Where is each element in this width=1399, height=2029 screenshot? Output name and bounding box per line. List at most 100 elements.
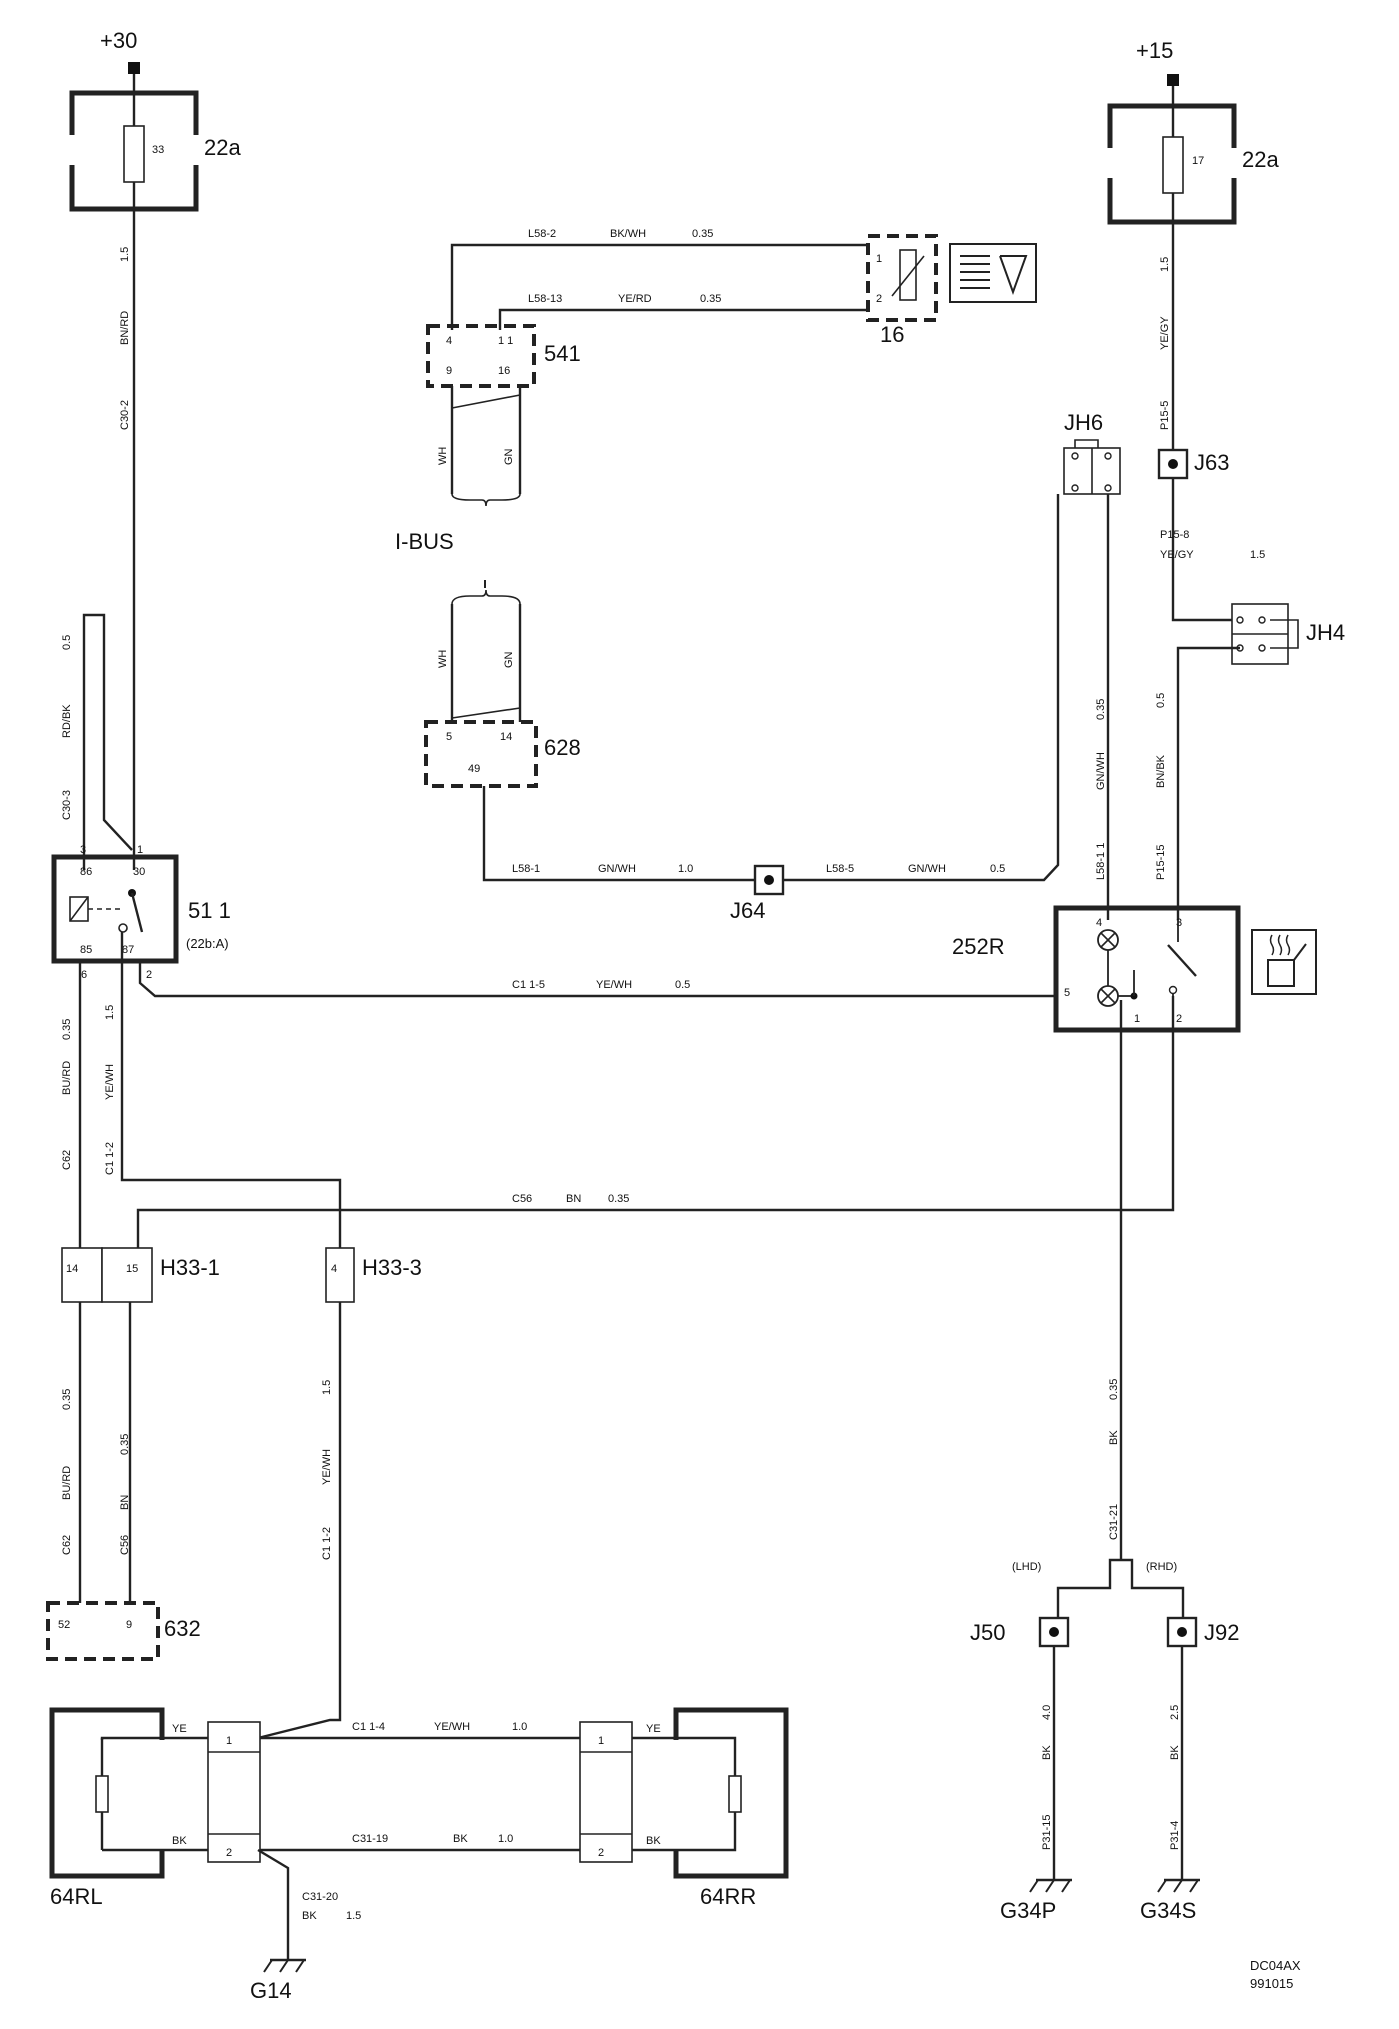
c628-label: 628 [544,735,581,760]
svg-text:YE/WH: YE/WH [596,979,632,991]
svg-text:C56: C56 [512,1193,532,1205]
svg-text:1.5: 1.5 [1159,257,1171,272]
junction-j50: J50 [970,1616,1070,1648]
svg-text:87: 87 [122,944,134,956]
svg-text:C62: C62 [61,1535,73,1555]
svg-text:BN: BN [566,1193,581,1205]
svg-text:YE/WH: YE/WH [434,1721,470,1733]
ground-g34p: G34P [1000,1878,1072,1923]
svg-text:WH: WH [437,447,449,465]
svg-text:0.35: 0.35 [119,1434,131,1455]
heater-element-right [728,1775,742,1813]
svg-text:0.35: 0.35 [700,293,721,305]
heater-64rr-label: 64RR [700,1884,756,1909]
svg-text:C1 1-4: C1 1-4 [352,1721,385,1733]
svg-text:1: 1 [598,1735,604,1747]
heater-64rr-connector: 1 2 [579,1721,633,1863]
svg-text:(LHD): (LHD) [1012,1561,1041,1573]
svg-text:BK: BK [1041,1745,1053,1760]
heater-64rl: YE BK 64RL [49,1707,208,1909]
j63-label: J63 [1194,450,1229,475]
jh4-label: JH4 [1306,620,1345,645]
seat-heater-icon [1251,929,1317,995]
svg-text:30: 30 [133,866,145,878]
svg-text:L58-13: L58-13 [528,293,562,305]
svg-text:BK: BK [172,1835,187,1847]
svg-text:BK: BK [1108,1430,1120,1445]
svg-text:BN/BK: BN/BK [1155,754,1167,788]
svg-text:2: 2 [598,1847,604,1859]
svg-text:1.5: 1.5 [1250,549,1265,561]
svg-text:2: 2 [876,293,882,305]
j92-label: J92 [1204,1620,1239,1645]
heater-64rl-connector: 1 2 [207,1721,261,1863]
svg-text:4: 4 [1096,917,1102,929]
svg-text:L58-1 1: L58-1 1 [1095,843,1107,880]
svg-text:0.35: 0.35 [692,228,713,240]
c632-label: 632 [164,1616,201,1641]
svg-text:1.5: 1.5 [321,1380,333,1395]
svg-text:1: 1 [137,844,143,856]
g34p-label: G34P [1000,1898,1056,1923]
sensor-16: 1 2 16 [866,234,938,347]
svg-text:BK: BK [453,1833,468,1845]
svg-text:6: 6 [81,969,87,981]
svg-text:14: 14 [500,731,512,743]
svg-text:1 1: 1 1 [498,335,513,347]
junction-j64: J64 [730,864,785,923]
svg-text:YE/WH: YE/WH [104,1064,116,1100]
svg-text:P15-5: P15-5 [1159,401,1171,430]
fuse-33 [123,125,145,183]
svg-text:BN: BN [119,1495,131,1510]
svg-text:C31-19: C31-19 [352,1833,388,1845]
svg-text:0.35: 0.35 [1108,1379,1120,1400]
svg-text:(RHD): (RHD) [1146,1561,1177,1573]
fuse-box-right: 17 22a [1104,103,1279,225]
svg-text:C1 1-2: C1 1-2 [104,1142,116,1175]
relay-contact [130,892,144,933]
svg-text:85: 85 [80,944,92,956]
svg-text:2: 2 [226,1847,232,1859]
svg-text:(22b:A): (22b:A) [186,936,229,951]
svg-text:1.5: 1.5 [119,247,131,262]
svg-text:33: 33 [152,144,164,156]
svg-text:BK/WH: BK/WH [610,228,646,240]
svg-text:C1 1-2: C1 1-2 [321,1527,333,1560]
ground-g34s: G34S [1140,1878,1200,1923]
junction-j92: J92 [1166,1616,1239,1648]
svg-text:9: 9 [126,1619,132,1631]
c541-label: 541 [544,341,581,366]
svg-text:4: 4 [446,335,452,347]
c16-label: 16 [880,322,904,347]
supply-b30-label: +30 [100,28,137,53]
fuse-box-label-right: 22a [1242,147,1279,172]
svg-text:2: 2 [1176,1013,1182,1025]
svg-text:49: 49 [468,763,480,775]
svg-text:9: 9 [446,365,452,377]
switch-252r: 252R 4 3 5 1 2 [952,905,1241,1033]
svg-text:1: 1 [876,253,882,265]
h33-3-label: H33-3 [362,1255,422,1280]
svg-text:GN/WH: GN/WH [908,863,946,875]
svg-text:1.0: 1.0 [512,1721,527,1733]
junction-j63: J63 [1157,448,1229,480]
switch-252r-label: 252R [952,934,1005,959]
j50-label: J50 [970,1620,1005,1645]
connector-632: 52 9 632 [46,1601,201,1661]
svg-text:0.5: 0.5 [990,863,1005,875]
svg-text:1: 1 [1134,1013,1140,1025]
svg-text:BN/RD: BN/RD [119,311,131,345]
splice-jh4: JH4 [1231,603,1345,665]
svg-text:0.35: 0.35 [1095,699,1107,720]
svg-text:BK: BK [302,1910,317,1922]
g34s-label: G34S [1140,1898,1196,1923]
connector-541: 4 1 1 9 16 541 [426,324,581,388]
svg-text:P15-8: P15-8 [1160,529,1189,541]
svg-text:5: 5 [446,731,452,743]
fuse-17 [1162,136,1184,194]
fuse-box-left: 33 22a [66,90,241,212]
splice-jh6: JH6 [1063,410,1121,495]
svg-text:C30-3: C30-3 [61,790,73,820]
supply-b15-label: +15 [1136,38,1173,63]
